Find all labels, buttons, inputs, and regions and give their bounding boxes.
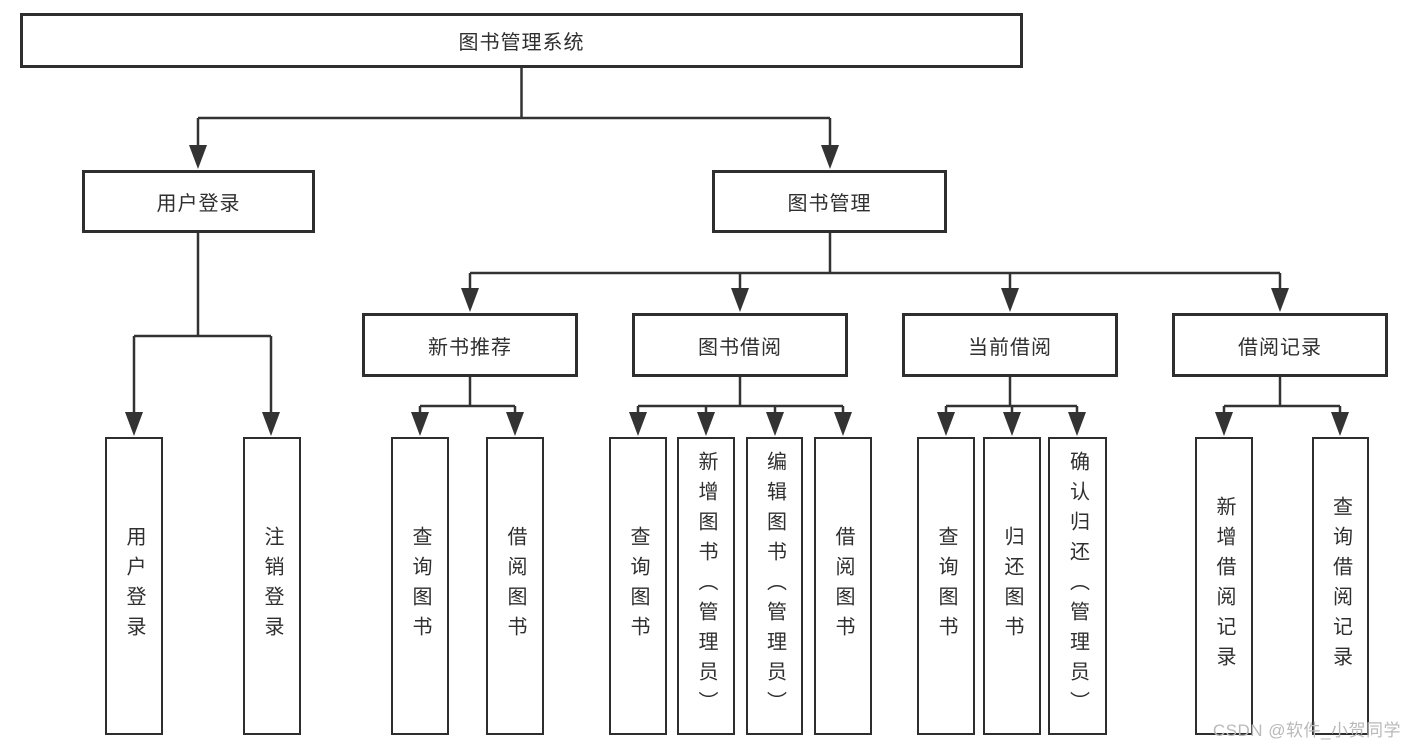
node-new-book-recommendation: 新书推荐	[362, 313, 578, 377]
node-book-management-label: 图书管理	[787, 193, 872, 215]
leaf-user-login-label: 用户登录	[123, 526, 145, 646]
leaf-query-books-recommendation: 查询图书	[391, 437, 449, 735]
leaf-query-books-current: 查询图书	[917, 437, 975, 735]
leaf-borrow-books-recommendation-label: 借阅图书	[504, 526, 526, 646]
leaf-query-books-recommendation-label: 查询图书	[409, 526, 431, 646]
leaf-confirm-return-admin-label: 确认归还（管理员）	[1066, 451, 1089, 721]
leaf-logout: 注销登录	[243, 437, 301, 735]
leaf-query-borrowing-record-label: 查询借阅记录	[1329, 496, 1352, 676]
node-root-label: 图书管理系统	[458, 32, 585, 54]
node-current-borrowing: 当前借阅	[902, 313, 1118, 377]
leaf-return-books: 归还图书	[983, 437, 1041, 735]
leaf-query-books-borrowing: 查询图书	[609, 437, 667, 735]
node-user-login-label: 用户登录	[156, 193, 241, 215]
leaf-borrow-books-borrowing: 借阅图书	[814, 437, 872, 735]
node-borrowing-records-label: 借阅记录	[1238, 336, 1322, 359]
node-book-borrowing: 图书借阅	[632, 313, 848, 377]
leaf-add-books-admin: 新增图书（管理员）	[677, 437, 735, 735]
arrowhead-icons	[125, 145, 1349, 436]
node-user-login: 用户登录	[82, 170, 315, 233]
leaf-query-borrowing-record: 查询借阅记录	[1312, 437, 1369, 735]
leaf-borrow-books-borrowing-label: 借阅图书	[832, 526, 854, 646]
leaf-add-borrowing-record-label: 新增借阅记录	[1213, 496, 1235, 676]
leaf-add-borrowing-record: 新增借阅记录	[1195, 437, 1253, 735]
csdn-watermark: CSDN @软件_小贺同学	[1212, 721, 1401, 740]
node-current-borrowing-label: 当前借阅	[968, 336, 1052, 359]
node-book-management: 图书管理	[712, 170, 947, 233]
node-borrowing-records: 借阅记录	[1172, 313, 1388, 377]
node-book-borrowing-label: 图书借阅	[698, 336, 782, 359]
leaf-query-books-current-label: 查询图书	[935, 526, 957, 646]
leaf-logout-label: 注销登录	[261, 526, 283, 646]
leaf-add-books-admin-label: 新增图书（管理员）	[695, 451, 717, 721]
leaf-borrow-books-recommendation: 借阅图书	[486, 437, 544, 735]
leaf-edit-books-admin-label: 编辑图书（管理员）	[763, 451, 786, 721]
node-new-book-recommendation-label: 新书推荐	[428, 336, 512, 359]
leaf-user-login: 用户登录	[105, 437, 163, 735]
leaf-edit-books-admin: 编辑图书（管理员）	[746, 437, 803, 735]
leaf-confirm-return-admin: 确认归还（管理员）	[1048, 437, 1107, 735]
node-root: 图书管理系统	[20, 13, 1023, 68]
leaf-query-books-borrowing-label: 查询图书	[627, 526, 649, 646]
leaf-return-books-label: 归还图书	[1001, 526, 1023, 646]
